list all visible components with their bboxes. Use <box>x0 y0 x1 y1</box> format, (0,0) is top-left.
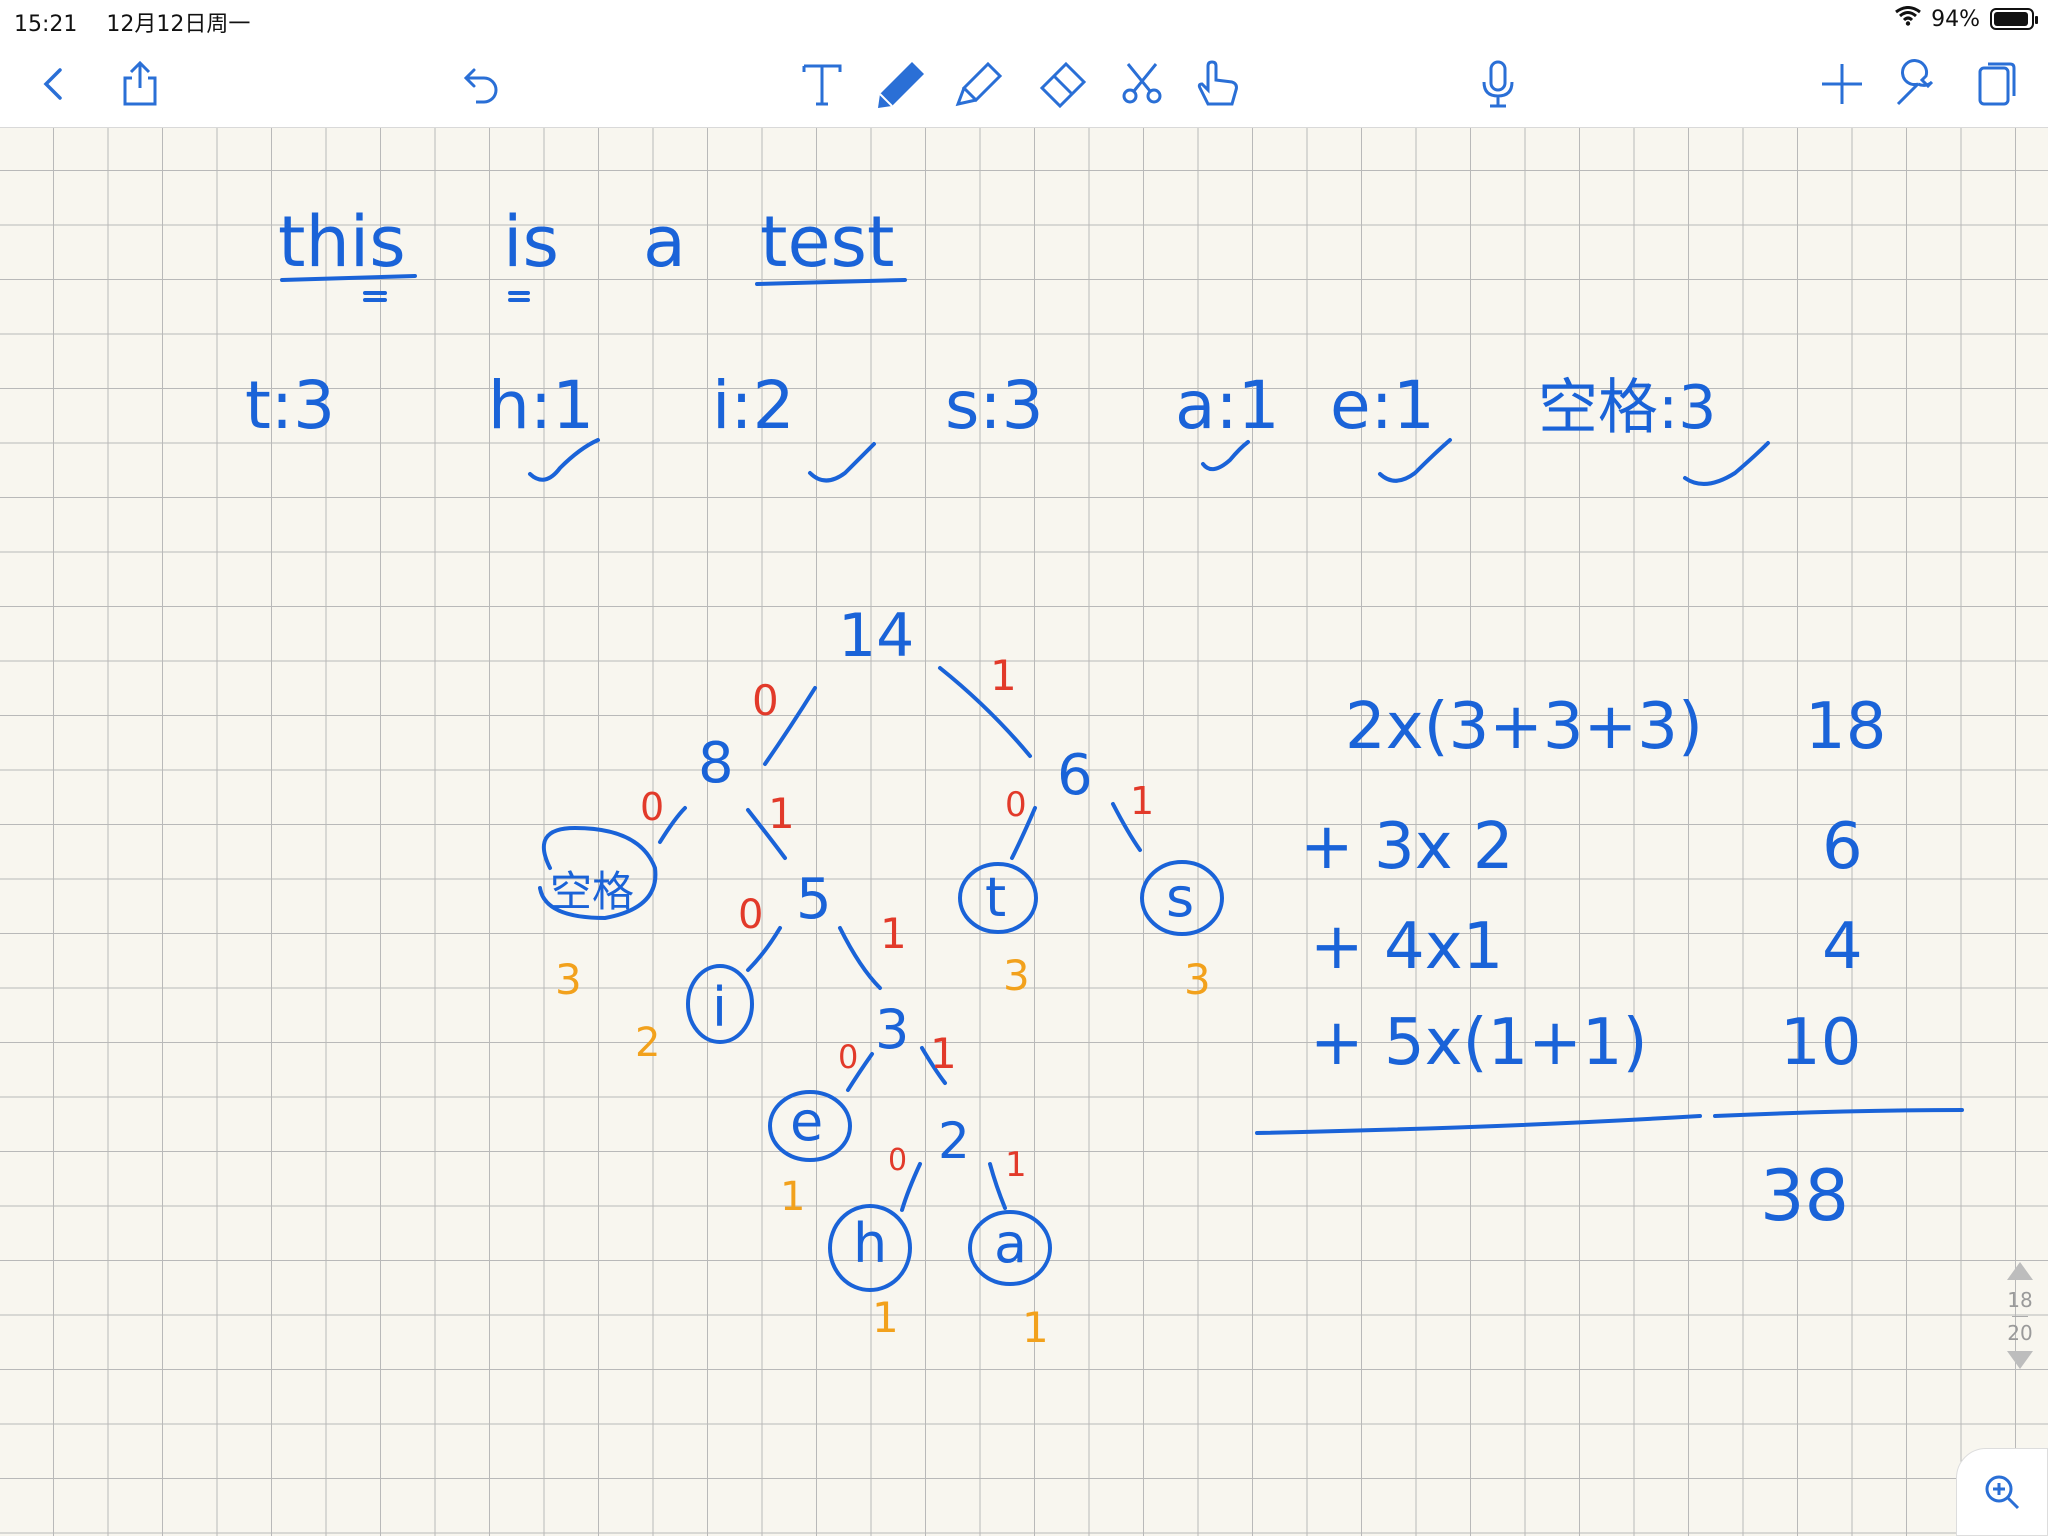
add-icon[interactable] <box>1812 54 1872 114</box>
freq-i: i:2 <box>712 367 795 444</box>
tree-node-5: 5 <box>796 867 832 932</box>
freq-t: t:3 <box>245 367 335 444</box>
tree-leaf-e: e <box>790 1090 823 1153</box>
edge-label: 1 <box>768 789 795 838</box>
depth-labels: 3 3 3 2 1 1 1 <box>555 951 1211 1352</box>
depth-label-h: 1 <box>872 1293 899 1342</box>
tree-leaf-a: a <box>994 1212 1027 1275</box>
tree-node-3: 3 <box>875 998 909 1061</box>
edge-label: 1 <box>880 909 907 958</box>
zoom-button[interactable] <box>1956 1448 2048 1536</box>
tree-node-8: 8 <box>698 731 734 796</box>
status-left: 15:21 12月12日周一 <box>14 6 272 38</box>
tree-leaf-h: h <box>853 1212 887 1275</box>
page-indicator: 18 20 <box>2000 1262 2040 1369</box>
calc-row-1-value: 18 <box>1805 690 1886 764</box>
calc-row-4-value: 10 <box>1780 1006 1861 1080</box>
share-icon[interactable] <box>110 54 170 114</box>
battery-fill <box>1994 12 2028 26</box>
freq-e: e:1 <box>1330 367 1435 444</box>
calc-row-1-expr: 2x(3+3+3) <box>1345 690 1703 764</box>
hand-pointer-icon[interactable] <box>1188 54 1248 114</box>
edge-label: 0 <box>888 1143 907 1178</box>
tree-leaf-i: i <box>712 976 727 1039</box>
edge-label: 0 <box>1005 785 1027 825</box>
highlighter-icon[interactable] <box>950 54 1010 114</box>
tree-node-2: 2 <box>938 1112 970 1170</box>
calc-row-2-expr: + 3x 2 <box>1300 810 1514 884</box>
page-current: 18 <box>2007 1288 2033 1312</box>
page-separator <box>2012 1316 2028 1317</box>
edge-label: 1 <box>1130 779 1154 823</box>
depth-label-space: 3 <box>555 955 582 1004</box>
freq-h: h:1 <box>488 367 594 444</box>
wifi-icon <box>1895 6 1921 32</box>
tree-leaf-t: t <box>985 866 1006 929</box>
ink-strokes <box>280 274 1964 1292</box>
tree-leaf-s: s <box>1166 866 1194 929</box>
settings-wrench-icon[interactable] <box>1888 54 1948 114</box>
calc-row-3-expr: + 4x1 <box>1310 910 1503 984</box>
battery-icon <box>1990 8 2038 30</box>
back-chevron-icon[interactable] <box>24 54 84 114</box>
freq-a: a:1 <box>1175 367 1280 444</box>
edge-labels: 0 1 0 1 0 1 0 1 0 1 0 1 <box>640 651 1154 1185</box>
edge-label: 1 <box>930 1029 957 1078</box>
title-word-a: a <box>643 201 686 283</box>
eraser-icon[interactable] <box>1032 54 1092 114</box>
note-page[interactable]: this is a test t:3 h:1 i:2 s:3 a:1 e:1 空… <box>0 128 2048 1536</box>
depth-label-t: 3 <box>1003 951 1030 1000</box>
undo-icon[interactable] <box>452 54 512 114</box>
microphone-icon[interactable] <box>1468 54 1528 114</box>
calc-row-4-expr: + 5x(1+1) <box>1310 1006 1648 1080</box>
title-word-is: is <box>503 201 559 283</box>
status-time: 15:21 <box>14 12 78 37</box>
edge-label: 0 <box>640 785 664 829</box>
calc-row-3-value: 4 <box>1822 910 1863 984</box>
depth-label-a: 1 <box>1022 1303 1049 1352</box>
edge-label: 0 <box>752 676 779 725</box>
depth-label-e: 1 <box>780 1174 805 1220</box>
edge-label: 1 <box>1005 1145 1027 1185</box>
page-down-icon[interactable] <box>2007 1351 2033 1369</box>
tree-node-6: 6 <box>1057 743 1093 808</box>
edge-label: 1 <box>990 651 1017 700</box>
calc-row-2-value: 6 <box>1822 810 1863 884</box>
edge-label: 0 <box>838 1038 858 1076</box>
text-tool-icon[interactable] <box>792 54 852 114</box>
freq-s: s:3 <box>945 367 1044 444</box>
tree-node-14: 14 <box>838 601 914 671</box>
title-word-this: this <box>278 201 406 283</box>
tree-leaf-space: 空格 <box>550 867 634 916</box>
battery-percent: 94% <box>1931 6 1980 32</box>
depth-label-s: 3 <box>1184 955 1211 1004</box>
status-right: 94% <box>1895 6 2038 32</box>
handwriting-canvas: this is a test t:3 h:1 i:2 s:3 a:1 e:1 空… <box>245 201 1964 1352</box>
title-word-test: test <box>760 201 894 283</box>
depth-label-i: 2 <box>635 1020 660 1066</box>
page-up-icon[interactable] <box>2007 1262 2033 1280</box>
pages-icon[interactable] <box>1966 54 2026 114</box>
pen-tool-icon[interactable] <box>870 54 930 114</box>
freq-space: 空格:3 <box>1538 373 1716 443</box>
status-date: 12月12日周一 <box>106 12 251 37</box>
page-total: 20 <box>2007 1321 2033 1345</box>
lasso-scissors-icon[interactable] <box>1112 54 1172 114</box>
calc-total: 38 <box>1760 1155 1849 1237</box>
zoom-in-icon <box>1985 1475 2020 1510</box>
edge-label: 0 <box>738 892 763 938</box>
status-bar: 15:21 12月12日周一 94% <box>0 0 2048 40</box>
toolbar <box>0 40 2048 128</box>
